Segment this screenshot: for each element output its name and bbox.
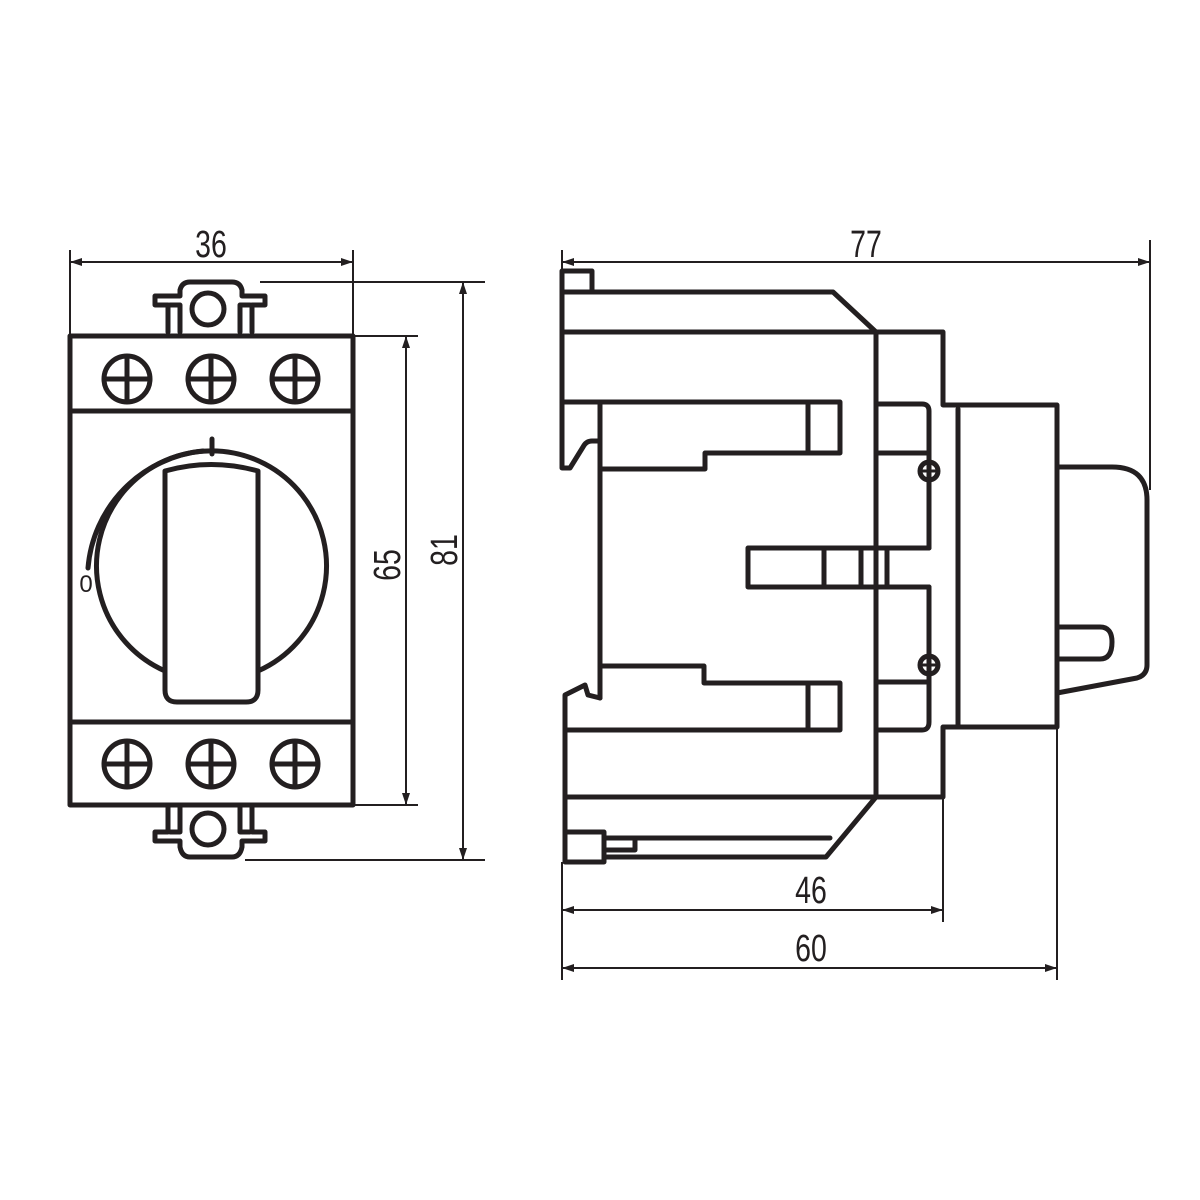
dim-label-77: 77 (850, 224, 882, 266)
side-view (559, 268, 1150, 865)
screw-icon (269, 353, 321, 405)
lower-slot (562, 663, 843, 733)
position-label-off: 0 (79, 571, 92, 598)
rotary-knob[interactable] (94, 448, 329, 674)
terminal-screws-bottom (101, 738, 321, 790)
screw-icon (185, 738, 237, 790)
knob-handle[interactable] (162, 462, 261, 705)
dim-label-36: 36 (195, 224, 227, 266)
side-body-outline-top (559, 289, 1060, 860)
dim-label-60: 60 (795, 928, 827, 970)
front-view: 0 (67, 279, 356, 860)
knob-side[interactable] (1054, 464, 1150, 696)
screw-icon (101, 738, 153, 790)
side-top-tab (559, 268, 595, 295)
din-clip-top (152, 279, 268, 335)
terminal-screws-top (101, 353, 321, 405)
side-dimensions: 77 46 60 (561, 224, 1151, 980)
clip-hole-top (189, 290, 227, 328)
screw-icon (101, 353, 153, 405)
central-tongue (745, 545, 932, 590)
knob-side-grip[interactable] (1054, 624, 1115, 662)
front-body (67, 333, 356, 808)
dim-label-81: 81 (424, 534, 466, 566)
screw-icon (269, 738, 321, 790)
screw-icon (185, 353, 237, 405)
clip-hole-bottom (189, 810, 227, 848)
right-contact-frame (873, 401, 932, 733)
side-left-lower (562, 682, 833, 865)
side-left-upper (559, 289, 603, 471)
front-dimensions: 36 65 81 (69, 224, 485, 861)
din-clip-bottom (152, 802, 268, 860)
dim-label-65: 65 (367, 549, 409, 581)
screw-icon (917, 653, 941, 677)
screw-icon (917, 459, 941, 483)
upper-slot (559, 399, 843, 472)
dim-label-46: 46 (795, 870, 827, 912)
